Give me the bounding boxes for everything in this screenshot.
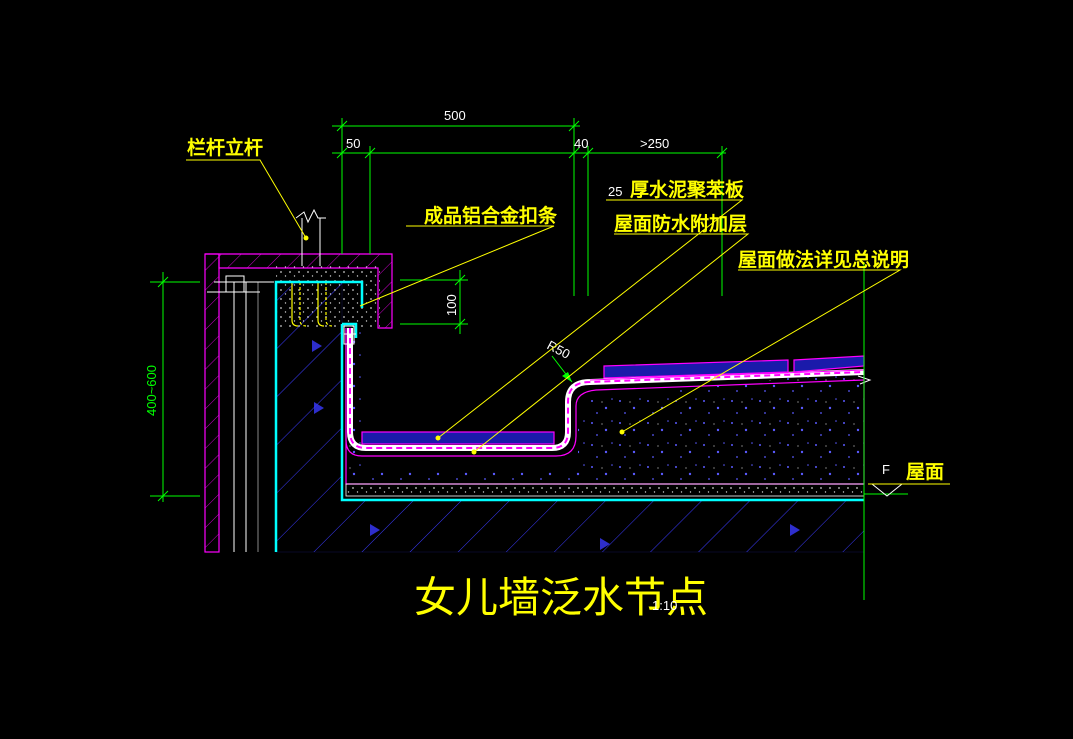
label-railing: 栏杆立杆 bbox=[187, 136, 263, 159]
label-elev-mark: F bbox=[882, 462, 890, 477]
dim-r50: R50 bbox=[545, 337, 573, 361]
anchor-bolts bbox=[291, 282, 333, 327]
label-eps-prefix: 25 bbox=[608, 184, 622, 199]
leader-lines bbox=[186, 159, 902, 453]
label-aluminum-strip: 成品铝合金扣条 bbox=[424, 204, 558, 227]
elevation-symbol bbox=[868, 483, 950, 497]
drawing-scale: 1:10 bbox=[652, 598, 677, 613]
dim-500: 500 bbox=[444, 108, 466, 123]
dim-400-600: 400~600 bbox=[144, 365, 159, 416]
parapet-cladding bbox=[204, 253, 259, 553]
parapet-coping bbox=[205, 253, 393, 329]
aluminum-strip bbox=[343, 325, 356, 345]
label-waterproof: 屋面防水附加层 bbox=[614, 212, 747, 235]
label-eps-board: 厚水泥聚苯板 bbox=[630, 178, 745, 201]
gutter-membrane bbox=[345, 328, 865, 457]
dim-40: 40 bbox=[574, 136, 588, 151]
roof-layers bbox=[345, 330, 865, 497]
leader-dots bbox=[303, 235, 625, 455]
drawing-title: 女儿墙泛水节点 bbox=[414, 573, 708, 622]
label-roof-note: 屋面做法详见总说明 bbox=[738, 248, 909, 271]
railing-post bbox=[295, 208, 326, 266]
r50-arrow bbox=[551, 355, 573, 383]
label-roof: 屋面 bbox=[906, 461, 944, 483]
dim-100: 100 bbox=[444, 294, 459, 316]
dim-250: >250 bbox=[640, 136, 669, 151]
dim-50: 50 bbox=[346, 136, 360, 151]
dimension-lines bbox=[150, 118, 908, 600]
roof-surface-tiles bbox=[589, 355, 872, 385]
eps-board bbox=[361, 431, 555, 445]
